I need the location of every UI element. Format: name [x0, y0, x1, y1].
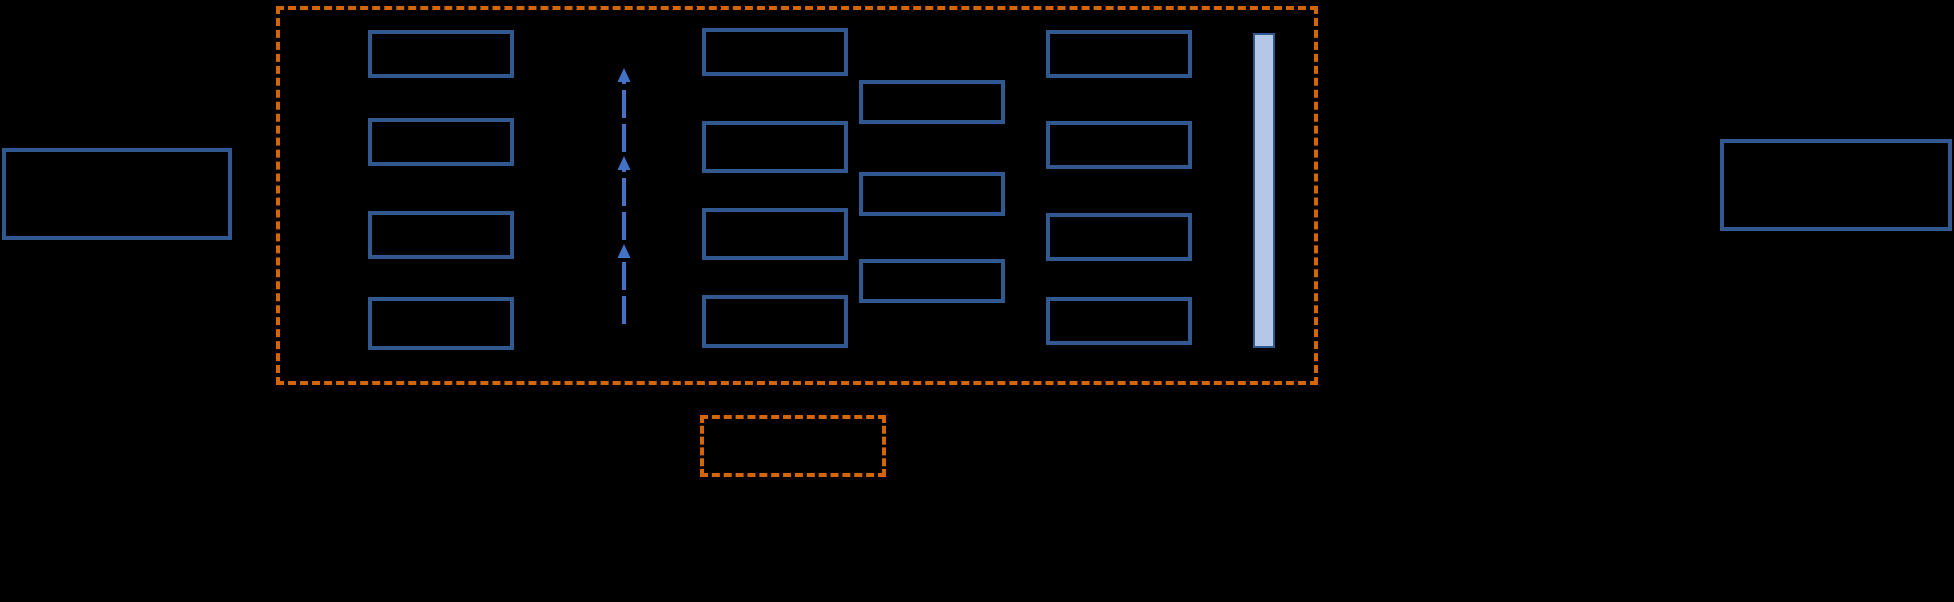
column-1-box-4-label — [372, 301, 510, 346]
bottom-dashed-group[interactable] — [700, 415, 886, 477]
column-1-box-3[interactable] — [368, 211, 514, 259]
column-4-box-3[interactable] — [1046, 213, 1192, 261]
column-2-box-3[interactable] — [702, 208, 848, 260]
column-3-box-2-label — [863, 176, 1001, 212]
column-2-box-3-label — [706, 212, 844, 256]
external-left-box[interactable] — [2, 148, 232, 240]
column-1-box-3-label — [372, 215, 510, 255]
external-right-box[interactable] — [1720, 139, 1952, 231]
column-4-box-4[interactable] — [1046, 297, 1192, 345]
column-3-box-1-label — [863, 84, 1001, 120]
column-3-box-2[interactable] — [859, 172, 1005, 216]
column-2-box-2-label — [706, 125, 844, 169]
column-2-box-2[interactable] — [702, 121, 848, 173]
arrow-up-3-icon — [614, 244, 634, 324]
column-4-box-2[interactable] — [1046, 121, 1192, 169]
column-2-box-4-label — [706, 299, 844, 344]
column-3-box-3[interactable] — [859, 259, 1005, 303]
column-4-box-3-label — [1050, 217, 1188, 257]
arrow-up-2-icon — [614, 156, 634, 240]
column-2-box-1[interactable] — [702, 28, 848, 76]
column-1-box-1-label — [372, 34, 510, 74]
column-3-box-1[interactable] — [859, 80, 1005, 124]
bottom-dashed-group-label — [704, 419, 882, 473]
column-1-box-2-label — [372, 122, 510, 162]
arrow-up-1-icon — [614, 68, 634, 152]
external-left-box-label — [6, 152, 228, 236]
column-2-box-1-label — [706, 32, 844, 72]
column-4-box-1-label — [1050, 34, 1188, 74]
column-1-box-2[interactable] — [368, 118, 514, 166]
main-dashed-group[interactable] — [276, 6, 1318, 385]
column-3-box-3-label — [863, 263, 1001, 299]
vertical-bar-label — [1255, 35, 1273, 346]
column-1-box-4[interactable] — [368, 297, 514, 350]
column-2-box-4[interactable] — [702, 295, 848, 348]
external-right-box-label — [1724, 143, 1948, 227]
column-4-box-2-label — [1050, 125, 1188, 165]
vertical-bar[interactable] — [1253, 33, 1275, 348]
column-4-box-1[interactable] — [1046, 30, 1192, 78]
column-1-box-1[interactable] — [368, 30, 514, 78]
column-4-box-4-label — [1050, 301, 1188, 341]
